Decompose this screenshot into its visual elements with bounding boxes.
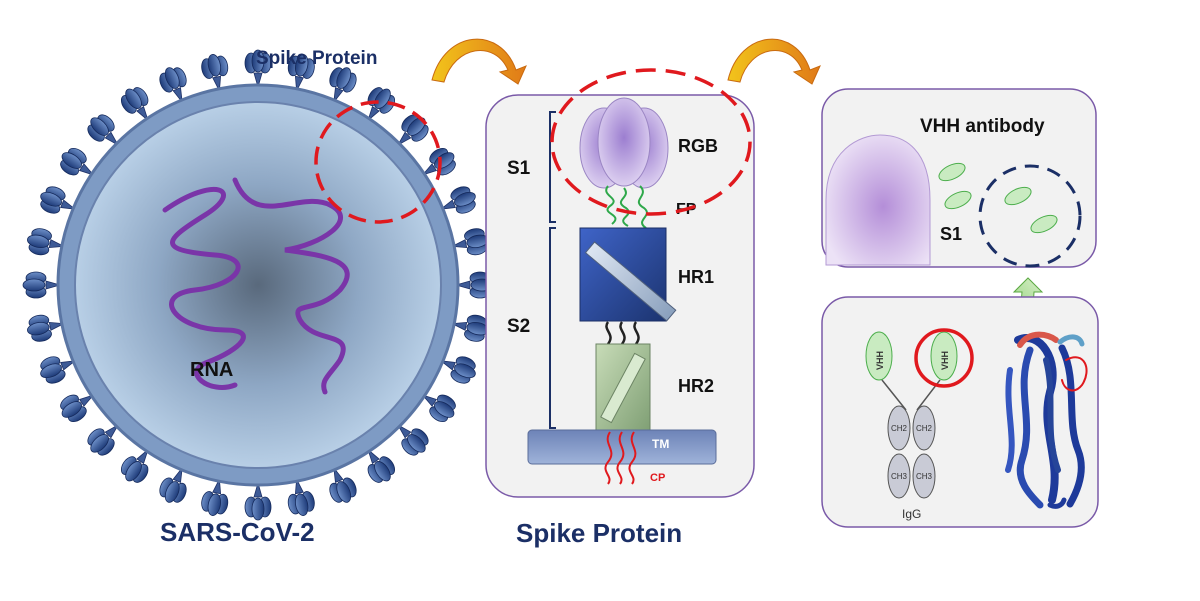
- hr2-label: HR2: [678, 376, 714, 396]
- cell-shape: [825, 134, 931, 266]
- cp-tails: [604, 431, 637, 485]
- tm-label: TM: [652, 437, 669, 451]
- cp-label: CP: [650, 472, 665, 484]
- hr1-label: HR1: [678, 267, 714, 287]
- s1-label: S1: [507, 158, 531, 179]
- vhh-right-label: VHH: [940, 351, 950, 370]
- rgb-callout-circle: [550, 68, 752, 216]
- virus-spike: [22, 271, 61, 299]
- vhh-ribbon-structure: [1005, 331, 1088, 509]
- ch3-left-label: CH3: [891, 472, 908, 481]
- virus-spike: [244, 482, 272, 521]
- ch2-right-label: CH2: [916, 424, 933, 433]
- ch2-left-label: CH2: [891, 424, 908, 433]
- hr-linker: [605, 321, 640, 345]
- igg-antibody: [865, 331, 958, 499]
- igg-label: IgG: [902, 507, 921, 521]
- virus-title: SARS-CoV-2: [160, 517, 315, 547]
- vhh-panel-title: VHH antibody: [920, 116, 1045, 137]
- vhh-highlight-circle: [914, 328, 974, 388]
- spike-callout-label: Spike Protein: [256, 48, 377, 69]
- curved-arrow-2: [727, 38, 821, 85]
- ch3-right-label: CH3: [916, 472, 933, 481]
- curved-arrow-1: [431, 38, 527, 85]
- s2-bracket: [549, 227, 556, 429]
- rna-label: RNA: [190, 359, 233, 381]
- rna-strand: [162, 177, 350, 395]
- spike-panel-title: Spike Protein: [516, 518, 682, 548]
- rgb-label: RGB: [678, 136, 718, 156]
- vhh-particles: [938, 162, 1058, 234]
- s2-label: S2: [507, 316, 530, 337]
- binding-circle: [978, 164, 1082, 268]
- virus-core: [74, 101, 442, 469]
- fp-linker: [605, 185, 648, 229]
- hr1-helix: [584, 241, 677, 322]
- spike-callout-circle: [314, 100, 442, 224]
- vhh-left-label: VHH: [875, 351, 885, 370]
- s1-bracket: [549, 111, 556, 223]
- rgb-domain: [579, 97, 669, 189]
- vhh-panel-s1-label: S1: [940, 224, 962, 244]
- hr2-helix: [600, 352, 646, 424]
